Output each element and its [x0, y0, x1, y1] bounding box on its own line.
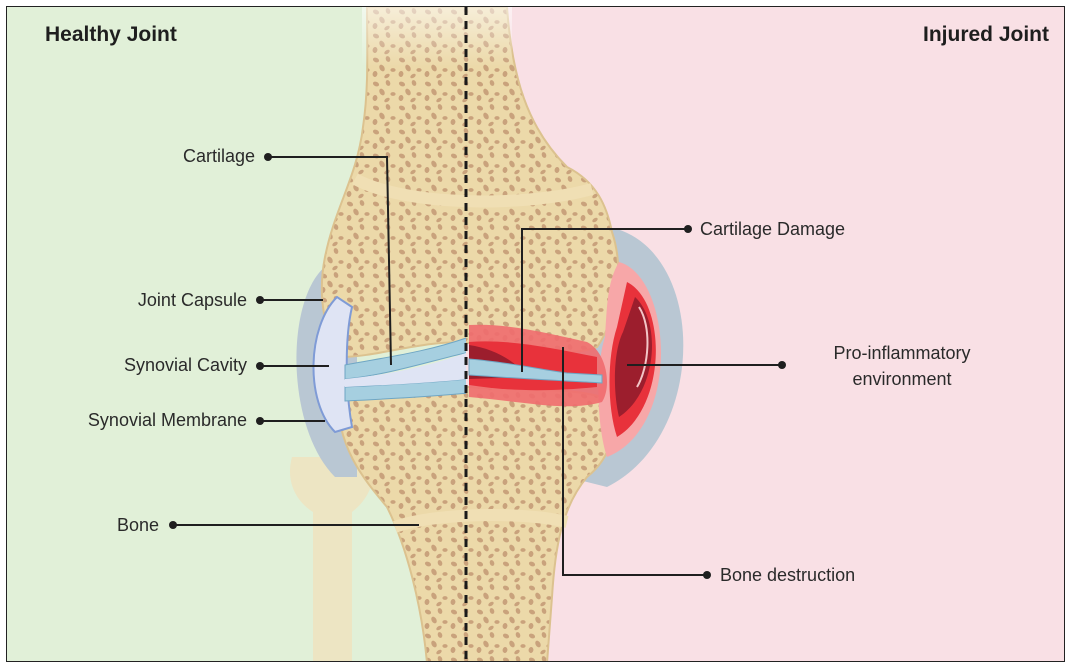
label-synovial-cavity: Synovial Cavity: [124, 355, 247, 375]
label-bone-destruction: Bone destruction: [720, 565, 855, 585]
label-joint-capsule: Joint Capsule: [138, 290, 247, 310]
bone-fade: [362, 7, 512, 67]
diagram-frame: Healthy Joint Injured Joint Cartilage Jo…: [6, 6, 1065, 662]
label-pro-inflammatory-line2: environment: [852, 369, 951, 389]
label-bone: Bone: [117, 515, 159, 535]
joint-diagram: Healthy Joint Injured Joint Cartilage Jo…: [7, 7, 1065, 662]
label-pro-inflammatory-line1: Pro-inflammatory: [833, 343, 970, 363]
injured-joint-title: Injured Joint: [923, 23, 1049, 46]
label-cartilage: Cartilage: [183, 146, 255, 166]
label-synovial-membrane: Synovial Membrane: [88, 410, 247, 430]
label-cartilage-damage: Cartilage Damage: [700, 219, 845, 239]
healthy-joint-title: Healthy Joint: [45, 23, 177, 46]
